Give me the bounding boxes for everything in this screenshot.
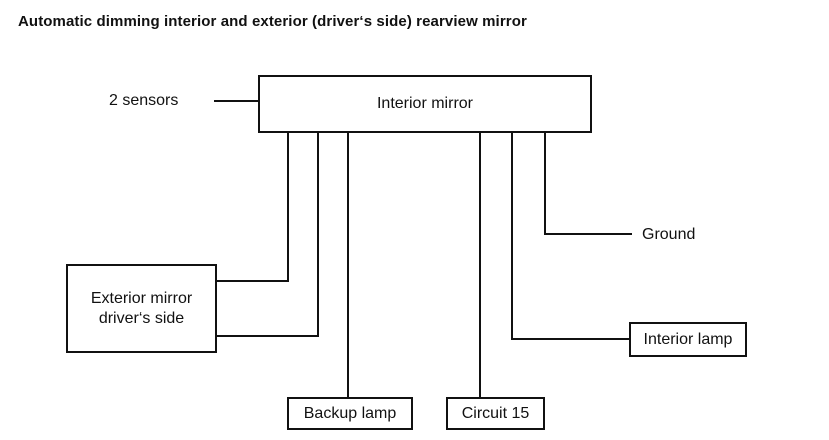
interior-mirror-box: Interior mirror xyxy=(258,75,592,133)
exterior-mirror-wire-1 xyxy=(216,132,289,282)
circuit-15-box: Circuit 15 xyxy=(446,397,545,430)
exterior-mirror-label-line2: driver‘s side xyxy=(98,309,185,327)
interior-lamp-box: Interior lamp xyxy=(629,322,747,357)
exterior-mirror-box: Exterior mirror driver‘s side xyxy=(66,264,217,353)
ground-label: Ground xyxy=(642,226,696,243)
backup-lamp-label: Backup lamp xyxy=(303,404,397,422)
circuit-15-label: Circuit 15 xyxy=(461,404,530,422)
interior-mirror-label: Interior mirror xyxy=(376,95,473,112)
interior-lamp-wire xyxy=(511,132,630,340)
backup-lamp-box: Backup lamp xyxy=(287,397,413,430)
exterior-mirror-label-line1: Exterior mirror xyxy=(90,289,193,307)
diagram-title: Automatic dimming interior and exterior … xyxy=(18,13,527,30)
sensors-label: 2 sensors xyxy=(109,92,179,109)
interior-lamp-label: Interior lamp xyxy=(643,330,733,348)
ground-wire xyxy=(544,132,632,235)
exterior-mirror-wire-2 xyxy=(216,132,319,337)
